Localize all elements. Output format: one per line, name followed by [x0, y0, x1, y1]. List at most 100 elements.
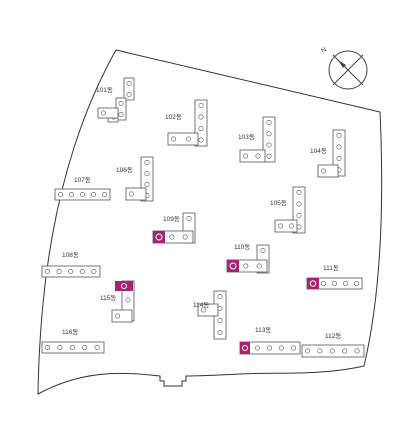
unit-icon [290, 345, 296, 351]
unit-icon [44, 344, 50, 350]
unit-icon [129, 191, 135, 197]
unit-icon [342, 280, 348, 286]
unit-icon [320, 280, 326, 286]
unit-icon [201, 307, 207, 313]
highlight-unit [153, 231, 165, 243]
building-label-106: 106동 [116, 166, 133, 174]
building-115-wing [111, 309, 133, 323]
building-108-wing [41, 265, 101, 278]
unit-icon [125, 297, 131, 303]
unit-icon [91, 268, 97, 274]
compass-needle-icon [338, 60, 346, 68]
building-103[interactable]: 103동 [238, 116, 276, 163]
building-label-114: 114동 [193, 301, 209, 309]
unit-icon [115, 313, 121, 319]
unit-icon [353, 280, 359, 286]
unit-icon [336, 156, 342, 162]
unit-icon [198, 103, 204, 109]
unit-icon [266, 345, 272, 351]
unit-icon [266, 153, 272, 159]
unit-icon [336, 133, 342, 139]
unit-icon [94, 344, 100, 350]
building-104[interactable]: 104동 [310, 129, 346, 178]
building-103-wing [239, 149, 266, 163]
unit-icon [331, 280, 337, 286]
building-106-wing [125, 187, 147, 201]
building-label-102: 102동 [165, 113, 182, 121]
building-label-107: 107동 [74, 176, 91, 184]
unit-icon [329, 348, 335, 354]
unit-icon [144, 171, 150, 177]
unit-icon [304, 348, 310, 354]
unit-icon [118, 101, 124, 107]
compass-north-label: N [320, 46, 328, 55]
unit-icon [198, 137, 204, 143]
building-label-112: 112동 [325, 332, 341, 340]
building-107[interactable]: 107동 [54, 176, 111, 201]
unit-location-icon [309, 280, 317, 287]
unit-icon [296, 213, 302, 219]
building-105[interactable]: 105동 [270, 186, 306, 234]
unit-location-icon [229, 262, 237, 270]
building-label-104: 104동 [310, 147, 327, 155]
unit-icon [217, 329, 223, 335]
building-116[interactable]: 116동 [41, 328, 105, 354]
building-103-wing [262, 116, 276, 163]
building-104-wing [332, 129, 346, 177]
building-102[interactable]: 102동 [165, 99, 208, 147]
building-label-116: 116동 [62, 328, 78, 336]
unit-icon [144, 160, 150, 166]
unit-icon [126, 92, 132, 98]
unit-icon [243, 263, 249, 269]
building-116-wing [41, 341, 105, 354]
unit-icon [217, 293, 223, 299]
unit-icon [80, 192, 86, 198]
building-label-108: 108동 [62, 251, 79, 259]
unit-icon [69, 344, 75, 350]
building-106[interactable]: 106동 [116, 156, 154, 202]
building-label-109: 109동 [163, 215, 180, 223]
building-101[interactable]: 101동 [96, 77, 135, 123]
building-113[interactable]: 113동 [239, 326, 301, 355]
building-110[interactable]: 110동 [226, 243, 270, 274]
unit-icon [317, 348, 323, 354]
unit-icon [91, 192, 97, 198]
unit-icon [69, 192, 75, 198]
unit-icon [198, 126, 204, 132]
building-114[interactable]: 114동 [193, 290, 227, 340]
buildings-layer: 101동 102동 103동 104동 105동 106동 107동 108동 109동 110동… [41, 77, 365, 358]
building-104-wing [317, 164, 339, 178]
building-115[interactable]: 115동 [100, 280, 135, 323]
building-label-113: 113동 [255, 326, 271, 334]
unit-icon [296, 201, 302, 207]
building-107-wing [54, 188, 111, 201]
building-label-110: 110동 [234, 243, 250, 251]
unit-icon [182, 234, 188, 240]
unit-icon [68, 268, 74, 274]
unit-location-icon [242, 345, 248, 351]
unit-icon [79, 268, 85, 274]
unit-icon [217, 317, 223, 323]
building-111[interactable]: 111동 [306, 264, 363, 290]
unit-icon [82, 344, 88, 350]
unit-icon [278, 345, 284, 351]
unit-icon [243, 153, 249, 159]
unit-icon [44, 268, 50, 274]
building-101-wing [97, 107, 119, 119]
unit-icon [101, 110, 107, 116]
unit-icon [102, 192, 108, 198]
building-101-wing [123, 77, 135, 101]
unit-location-icon [155, 233, 163, 241]
highlight-unit [227, 260, 239, 272]
building-109[interactable]: 109동 [152, 212, 196, 244]
unit-icon [144, 182, 150, 188]
site-boundary [37, 49, 383, 395]
unit-icon [266, 120, 272, 126]
building-105-wing [274, 219, 298, 233]
building-108[interactable]: 108동 [41, 251, 101, 278]
unit-icon [256, 263, 262, 269]
building-112[interactable]: 112동 [301, 332, 365, 358]
unit-location-icon [121, 283, 127, 289]
building-label-101: 101동 [96, 86, 113, 94]
